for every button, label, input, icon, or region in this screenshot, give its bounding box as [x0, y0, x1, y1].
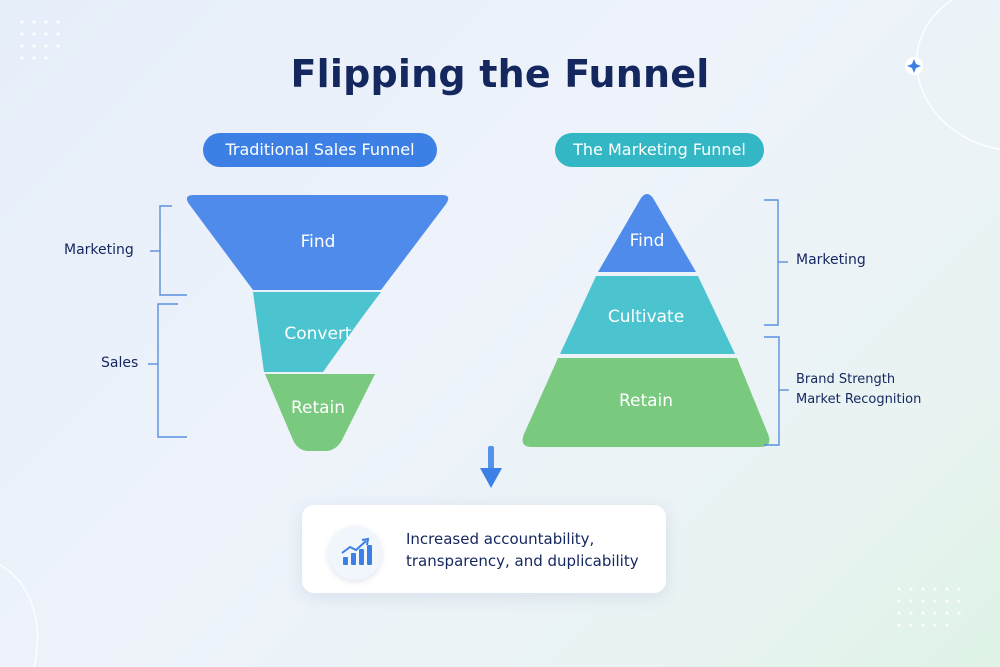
sparkle-icon [907, 59, 921, 73]
bracket-marketing-left [150, 205, 187, 296]
left-bracket-label-marketing: Marketing [64, 242, 134, 258]
decorative-dots-bottom-right [897, 587, 961, 627]
right-bracket-label-brand: Brand Strength Market Recognition [796, 370, 921, 410]
left-label-find: Find [300, 232, 336, 252]
callout-line-1: Increased accountability, [406, 530, 595, 548]
callout-text: Increased accountability, transparency, … [406, 528, 656, 572]
marketing-funnel-heading: The Marketing Funnel [555, 133, 764, 167]
brand-strength-label: Brand Strength [796, 372, 896, 387]
left-label-convert: Convert [284, 324, 352, 344]
right-label-find: Find [629, 231, 665, 251]
bracket-marketing-right [764, 199, 788, 326]
page-title: Flipping the Funnel [290, 52, 710, 96]
bracket-sales-left [148, 303, 187, 438]
marketing-funnel [522, 194, 770, 447]
outcome-callout: Increased accountability, transparency, … [302, 505, 666, 593]
traditional-funnel-heading: Traditional Sales Funnel [203, 133, 437, 167]
traditional-funnel [186, 195, 449, 451]
right-bracket-label-marketing: Marketing [796, 252, 866, 268]
growth-chart-icon [328, 526, 382, 580]
right-segment-find [598, 194, 696, 272]
left-segment-retain [265, 374, 375, 451]
decorative-dots-top-left [20, 20, 60, 60]
down-arrow-icon [480, 446, 502, 488]
left-label-retain: Retain [290, 398, 346, 418]
right-label-retain: Retain [618, 391, 674, 411]
left-bracket-label-sales: Sales [101, 355, 139, 371]
market-recognition-label: Market Recognition [796, 392, 922, 407]
decorative-arc-bottom-left [0, 564, 39, 667]
callout-line-2: transparency, and duplicability [406, 552, 639, 570]
decorative-arc [916, 0, 1000, 150]
right-segment-retain [522, 358, 770, 447]
bracket-brand-right [764, 336, 789, 446]
right-segment-cultivate [560, 276, 735, 354]
left-segment-find [186, 195, 449, 290]
left-convert-band [253, 292, 381, 372]
right-label-cultivate: Cultivate [607, 307, 685, 327]
